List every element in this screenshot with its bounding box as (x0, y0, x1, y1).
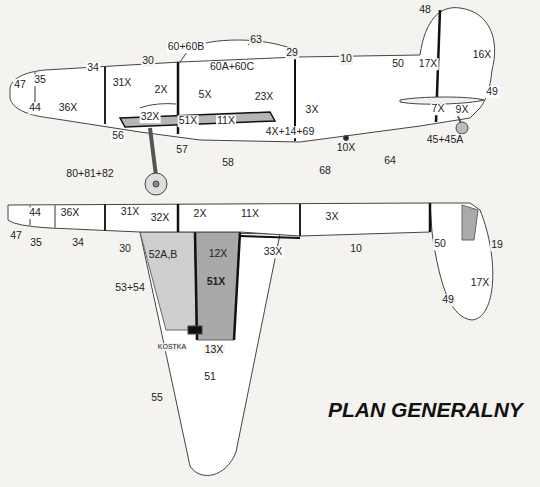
callout-number: 51X (178, 115, 199, 127)
callout-number: 17X (418, 58, 439, 70)
callout-number: 10 (349, 243, 363, 255)
callout-number: 56 (111, 130, 125, 142)
callout-number: 52A,B (148, 249, 179, 261)
callout-number: 4X+14+69 (265, 126, 315, 138)
callout-number: 60+60B (167, 41, 206, 53)
callout-number: 32X (150, 212, 171, 224)
callout-number: 35 (33, 74, 47, 86)
callout-number: 17X (470, 277, 491, 289)
plan-title: PLAN GENERALNY (328, 398, 523, 422)
callout-number: 5X (198, 89, 213, 101)
callout-number: 11X (240, 208, 260, 220)
callout-number: 51 (203, 371, 217, 383)
callout-number: 63 (249, 34, 263, 46)
callout-number: 2X (154, 84, 169, 96)
callout-number: 19 (490, 239, 504, 251)
callout-number: 57 (175, 144, 189, 156)
callout-number: 30 (141, 55, 155, 67)
callout-number: 34 (71, 237, 85, 249)
callout-number: 31X (120, 206, 141, 218)
callout-number: 47 (9, 230, 23, 242)
callout-number: 51X (206, 276, 227, 288)
callout-number: 7X (431, 103, 446, 115)
callout-number: 2X (193, 208, 208, 220)
callout-number: 9X (455, 104, 470, 116)
callout-number: 33X (263, 246, 284, 258)
callout-number: 34 (86, 62, 100, 74)
callout-number: 64 (383, 155, 397, 167)
callout-number: 16X (472, 49, 493, 61)
callout-number: 10X (336, 142, 357, 154)
callout-number: 35 (29, 237, 43, 249)
callout-number: 55 (150, 392, 164, 404)
top-view (8, 203, 493, 475)
callout-number: 3X (305, 104, 320, 116)
callout-number: 58 (221, 157, 235, 169)
callout-number: 29 (285, 47, 299, 59)
callout-number: 23X (254, 91, 275, 103)
callout-number: 68 (318, 165, 332, 177)
callout-number: 53+54 (114, 282, 146, 294)
callout-number: 60A+60C (209, 61, 255, 73)
callout-number: 12X (208, 248, 229, 260)
callout-number: 80+81+82 (65, 168, 114, 180)
callout-number: 48 (418, 4, 432, 16)
callout-number: 10 (339, 53, 353, 65)
callout-number: KOSTKA (157, 343, 187, 351)
callout-number: 50 (391, 58, 405, 70)
callout-number: 30 (118, 243, 132, 255)
callout-number: 45+45A (426, 134, 465, 146)
callout-number: 36X (60, 207, 81, 219)
callout-number: 50 (433, 238, 447, 250)
side-view (10, 8, 495, 195)
callout-number: 31X (112, 77, 133, 89)
callout-number: 11X (216, 115, 236, 127)
callout-number: 32X (140, 111, 161, 123)
callout-number: 49 (441, 294, 455, 306)
callout-number: 47 (13, 79, 27, 91)
callout-number: 36X (58, 102, 79, 114)
callout-number: 44 (28, 102, 42, 114)
callout-number: 13X (204, 344, 225, 356)
callout-number: 3X (325, 211, 340, 223)
callout-number: 49 (485, 86, 499, 98)
callout-number: 44 (28, 207, 42, 219)
